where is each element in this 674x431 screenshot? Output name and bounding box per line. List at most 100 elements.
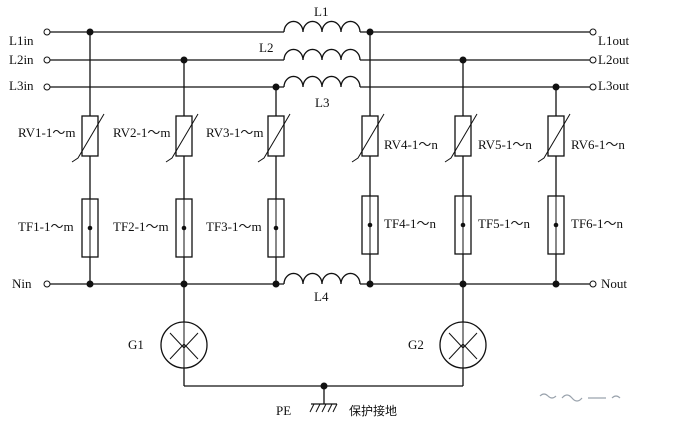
junction-dot <box>86 280 94 288</box>
label-inductor-l1: L1 <box>314 4 328 19</box>
ground-hatch-icon <box>309 403 338 413</box>
gdt-g1 <box>160 284 208 386</box>
gdt-g1-electrodes <box>169 322 199 368</box>
label-rv3: RV3-1～m <box>206 125 263 140</box>
label-l1out: L1out <box>598 33 629 48</box>
varistor-rv6 <box>537 113 571 163</box>
junction-dot <box>272 83 280 91</box>
labels: L1in L2in L3in Nin L1out L2out L3out Nou… <box>9 4 629 418</box>
fuse-tf3-center-dot <box>273 225 279 231</box>
varistor-rv3-slash <box>257 113 291 163</box>
varistor-rv6-slash <box>537 113 571 163</box>
varistor-rv6-body <box>547 115 565 157</box>
label-l3out: L3out <box>598 78 629 93</box>
junction-dot <box>366 28 374 36</box>
label-g2: G2 <box>408 337 424 352</box>
junction-dot <box>552 83 560 91</box>
watermark-mark <box>539 393 557 399</box>
fuse-tf2 <box>175 198 193 258</box>
terminal-nin <box>43 280 51 288</box>
fuse-tf6 <box>547 195 565 255</box>
fuse-tf1-center-dot <box>87 225 93 231</box>
thermal-fuses <box>81 195 565 258</box>
inductor-l4-coil <box>283 272 361 285</box>
varistor-rv5 <box>444 113 478 163</box>
label-rv6: RV6-1～n <box>571 137 625 152</box>
label-tf1: TF1-1～m <box>18 219 74 234</box>
junction-dot <box>366 280 374 288</box>
varistor-rv1-slash <box>71 113 105 163</box>
varistors <box>71 113 571 163</box>
label-l1in: L1in <box>9 33 34 48</box>
varistor-rv2 <box>165 113 199 163</box>
label-l3in: L3in <box>9 78 34 93</box>
label-tf2: TF2-1～m <box>113 219 169 234</box>
label-l2out: L2out <box>598 52 629 67</box>
label-rv1: RV1-1～m <box>18 125 75 140</box>
varistor-rv2-body <box>175 115 193 157</box>
watermark-mark <box>561 394 621 402</box>
inductor-l3-coil <box>283 75 361 88</box>
junction-dot <box>459 56 467 64</box>
label-rv4: RV4-1～n <box>384 137 438 152</box>
label-protective-earth: 保护接地 <box>349 403 397 418</box>
junction-dot <box>272 280 280 288</box>
fuse-tf4 <box>361 195 379 255</box>
fuse-tf5 <box>454 195 472 255</box>
junction-dot <box>180 56 188 64</box>
fuse-tf4-center-dot <box>367 222 373 228</box>
label-tf4: TF4-1～n <box>384 216 437 231</box>
varistor-rv4 <box>351 113 385 163</box>
watermark-logo <box>539 393 621 402</box>
inductor-l1-coil <box>283 20 361 33</box>
label-inductor-l3: L3 <box>315 95 329 110</box>
varistor-rv1-body <box>81 115 99 157</box>
terminals <box>43 28 597 288</box>
inductor-l4 <box>283 272 361 285</box>
terminal-l3out <box>589 83 597 91</box>
label-nout: Nout <box>601 276 627 291</box>
varistor-rv2-slash <box>165 113 199 163</box>
label-inductor-l2: L2 <box>259 40 273 55</box>
terminal-l1in <box>43 28 51 36</box>
fuse-tf3 <box>267 198 285 258</box>
label-tf5: TF5-1～n <box>478 216 531 231</box>
fuse-tf2-center-dot <box>181 225 187 231</box>
bus-lines <box>50 31 590 285</box>
label-inductor-l4: L4 <box>314 289 329 304</box>
fuse-tf1 <box>81 198 99 258</box>
varistor-rv4-slash <box>351 113 385 163</box>
inductor-l2-coil <box>283 48 361 61</box>
fuse-tf6-center-dot <box>553 222 559 228</box>
varistor-rv5-body <box>454 115 472 157</box>
inductor-l2 <box>283 48 361 61</box>
terminal-nout <box>589 280 597 288</box>
varistor-rv1 <box>71 113 105 163</box>
label-tf3: TF3-1～m <box>206 219 262 234</box>
gdt-g2-electrodes <box>448 322 478 368</box>
terminal-l1out <box>589 28 597 36</box>
label-pe: PE <box>276 403 291 418</box>
varistor-rv3-body <box>267 115 285 157</box>
junction-dot <box>552 280 560 288</box>
junction-dot <box>86 28 94 36</box>
branch-wires <box>89 32 557 284</box>
label-g1: G1 <box>128 337 144 352</box>
label-l2in: L2in <box>9 52 34 67</box>
inductor-l3 <box>283 75 361 88</box>
varistor-rv4-body <box>361 115 379 157</box>
terminal-l3in <box>43 83 51 91</box>
inductor-l1 <box>283 20 361 33</box>
varistor-rv5-slash <box>444 113 478 163</box>
label-tf6: TF6-1～n <box>571 216 624 231</box>
ground-network <box>184 385 463 413</box>
terminal-l2out <box>589 56 597 64</box>
label-nin: Nin <box>12 276 32 291</box>
label-rv5: RV5-1～n <box>478 137 532 152</box>
fuse-tf5-center-dot <box>460 222 466 228</box>
terminal-l2in <box>43 56 51 64</box>
varistor-rv3 <box>257 113 291 163</box>
label-rv2: RV2-1～m <box>113 125 170 140</box>
gdt-g2 <box>439 284 487 386</box>
